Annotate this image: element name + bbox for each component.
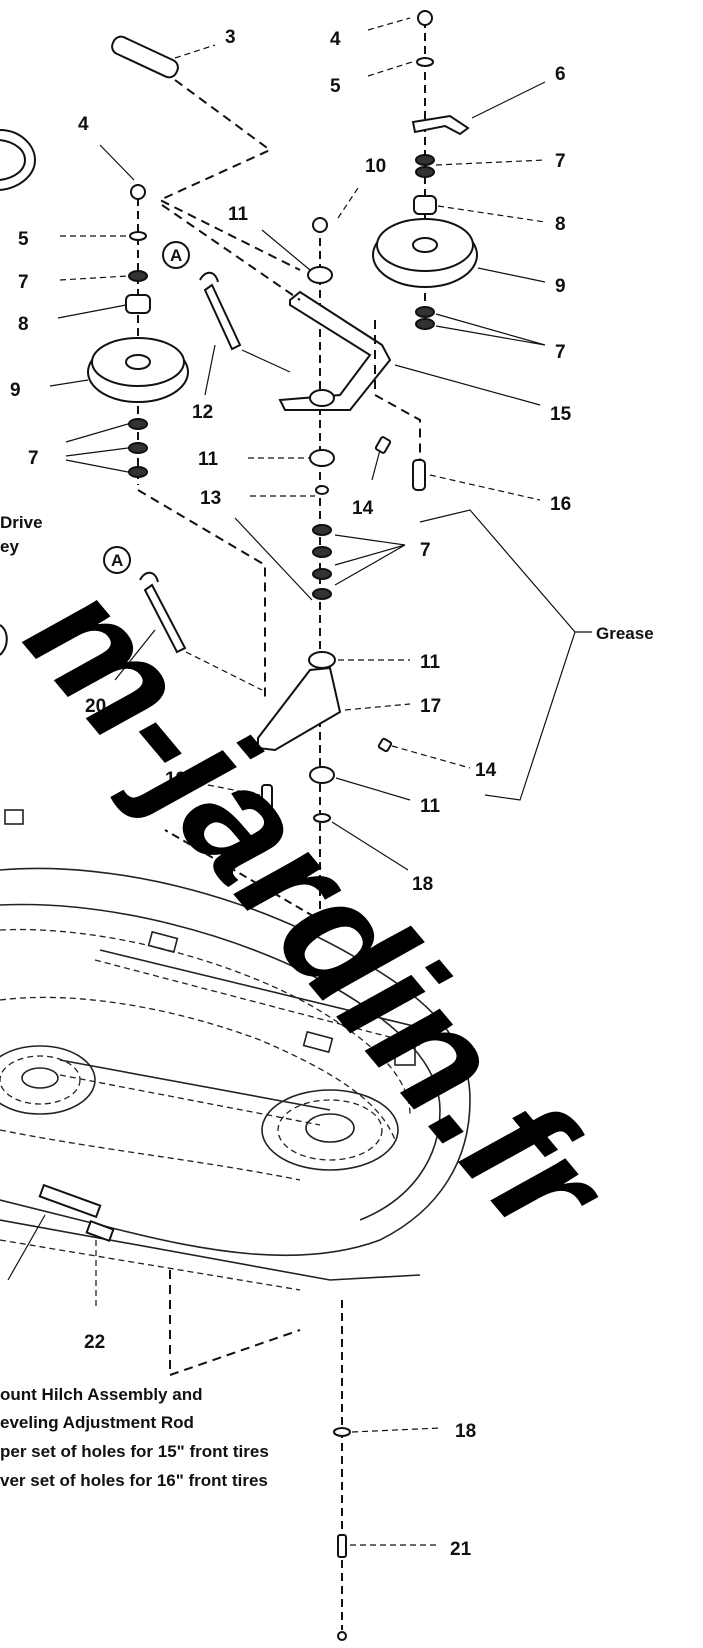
callout-7-left-lower: 7 xyxy=(28,448,39,469)
callout-17: 17 xyxy=(420,696,441,717)
callout-11-lower: 11 xyxy=(420,652,441,673)
bottom-fastener-stack: 18 21 xyxy=(169,1270,476,1641)
mower-deck xyxy=(0,809,471,1291)
callout-11-top: 11 xyxy=(228,204,249,225)
part-22: 22 xyxy=(7,1214,105,1353)
callout-8-right: 8 xyxy=(555,214,566,235)
callout-21: 21 xyxy=(450,1539,472,1560)
callout-15: 15 xyxy=(550,404,572,425)
callout-5-left: 5 xyxy=(18,229,29,250)
callout-18-bottom: 18 xyxy=(455,1421,476,1442)
note-line-3: per set of holes for 15" front tires xyxy=(0,1442,269,1461)
assembly-note: ount Hilch Assembly and eveling Adjustme… xyxy=(0,1385,269,1490)
left-edge-parts xyxy=(0,129,37,656)
callout-7-top-right: 7 xyxy=(555,151,566,172)
left-idler-stack: 4 5 7 8 9 7 Drive ey xyxy=(0,114,266,700)
callout-20: 20 xyxy=(85,696,106,717)
callout-16: 16 xyxy=(550,494,571,515)
lower-stack: 11 13 14 7 11 17 14 11 18 19 20 A xyxy=(85,436,497,895)
callout-7-left-top: 7 xyxy=(18,272,29,293)
note-line-4: ver set of holes for 16" front tires xyxy=(0,1471,268,1490)
callout-18-top: 18 xyxy=(412,874,433,895)
drive-label-line1: Drive xyxy=(0,513,43,532)
callout-7-right-lower: 7 xyxy=(555,342,566,363)
drive-label-line2: ey xyxy=(0,537,19,556)
callout-3: 3 xyxy=(225,27,236,48)
callout-9-right: 9 xyxy=(555,276,566,297)
callout-4-left: 4 xyxy=(78,114,89,135)
callout-14-lower: 14 xyxy=(475,760,497,781)
callout-12: 12 xyxy=(192,402,213,423)
grease-label: Grease xyxy=(596,624,654,643)
callout-10: 10 xyxy=(365,156,386,177)
callout-7-center: 7 xyxy=(420,540,431,561)
part-3-handle: 3 xyxy=(111,27,301,271)
center-arm-assembly: 10 11 15 16 12 A xyxy=(161,156,572,922)
callout-5-right: 5 xyxy=(330,76,341,97)
ref-marker-a-lower: A xyxy=(111,551,123,570)
callout-4-right: 4 xyxy=(330,29,341,50)
callout-11-mid: 11 xyxy=(198,449,219,470)
callout-6: 6 xyxy=(555,64,566,85)
note-line-1: ount Hilch Assembly and xyxy=(0,1385,202,1404)
ref-marker-a-top: A xyxy=(170,246,182,265)
callout-13: 13 xyxy=(200,488,221,509)
callout-14-top: 14 xyxy=(352,498,374,519)
right-idler-stack: 4 5 6 7 8 9 7 xyxy=(330,10,566,363)
callout-8-left: 8 xyxy=(18,314,29,335)
callout-11-bottom: 11 xyxy=(420,796,441,817)
callout-9-left: 9 xyxy=(10,380,21,401)
callout-19: 19 xyxy=(165,769,186,790)
note-line-2: eveling Adjustment Rod xyxy=(0,1413,194,1432)
grease-bracket: Grease xyxy=(419,509,654,801)
callout-22: 22 xyxy=(84,1332,105,1353)
